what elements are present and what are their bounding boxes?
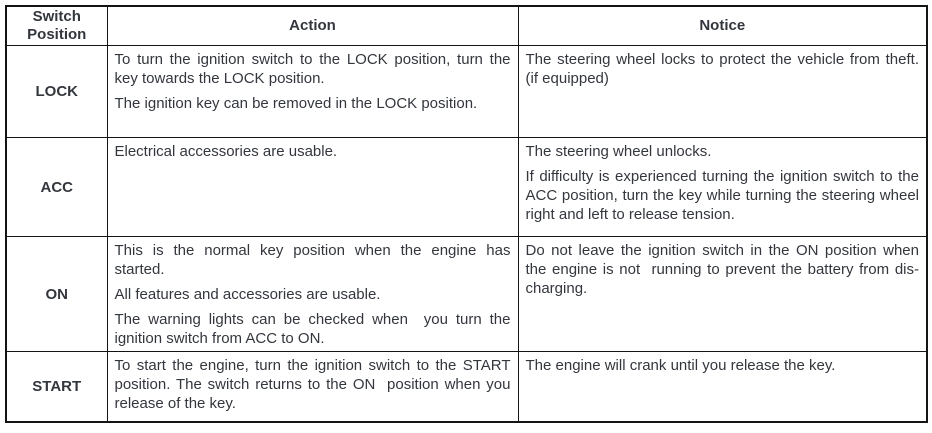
table-row-start: START To start the engine, turn the igni…: [5, 351, 928, 422]
header-row: Switch Position Action Notice: [5, 5, 928, 46]
notice-cell: The steering wheel locks to protect the …: [517, 45, 928, 138]
cell-paragraph: This is the normal key position when the…: [114, 242, 515, 278]
cell-paragraph: To turn the ignition switch to the LOCK …: [114, 51, 515, 87]
column-header-switch-position: Switch Position: [5, 5, 108, 46]
column-header-action: Action: [106, 5, 519, 46]
cell-paragraph: The engine will crank until you release …: [525, 357, 836, 374]
switch-position-label: LOCK: [5, 45, 108, 138]
cell-paragraph: The steering wheel unlocks.: [525, 143, 712, 160]
notice-cell: Do not leave the ignition switch in the …: [517, 236, 928, 352]
action-cell: Electrical accessories are usable.: [106, 137, 519, 237]
notice-cell: The steering wheel unlocks. If difficulty…: [517, 137, 928, 237]
notice-cell: The engine will crank until you release …: [517, 351, 928, 422]
cell-paragraph: The steering wheel locks to protect the …: [525, 51, 924, 87]
action-cell: To start the engine, turn the ignition s…: [106, 351, 519, 422]
table-row-acc: ACC Electrical accessories are usable. T…: [5, 137, 928, 237]
cell-paragraph: The ignition key can be removed in the L…: [114, 95, 478, 112]
cell-paragraph: To start the engine, turn the ignition s…: [114, 357, 515, 412]
switch-position-label: ACC: [5, 137, 108, 237]
table-row-lock: LOCK To turn the ignition switch to the …: [5, 45, 928, 138]
column-header-notice: Notice: [517, 5, 928, 46]
cell-paragraph: The warning lights can be checked when y…: [114, 311, 515, 347]
ignition-switch-table: Switch Position Action Notice LOCK To tu…: [5, 5, 928, 423]
cell-paragraph: If difficulty is experienced turning the…: [525, 168, 924, 223]
action-cell: To turn the ignition switch to the LOCK …: [106, 45, 519, 138]
table-row-on: ON This is the normal key position when …: [5, 236, 928, 352]
switch-position-label: ON: [5, 236, 108, 352]
cell-paragraph: Do not leave the ignition switch in the …: [525, 242, 924, 297]
switch-position-label: START: [5, 351, 108, 422]
action-cell: This is the normal key position when the…: [106, 236, 519, 352]
cell-paragraph: Electrical accessories are usable.: [114, 143, 338, 160]
cell-paragraph: All features and accessories are usable.: [114, 286, 381, 303]
